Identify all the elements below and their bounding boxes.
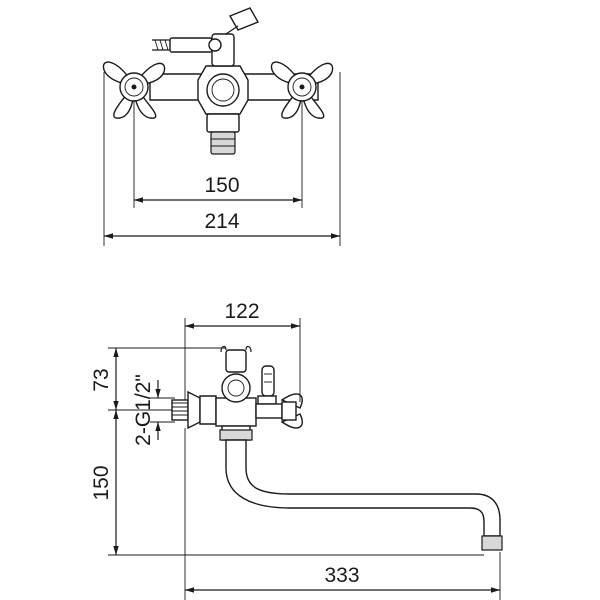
- dim-label-upper-height: 73: [90, 368, 113, 391]
- wall-connector: [171, 390, 217, 430]
- side-valve-body: [215, 345, 257, 441]
- dim-label-handles: 150: [204, 174, 239, 197]
- top-view: 150 214: [102, 7, 341, 246]
- swivel-spout: [225, 439, 503, 551]
- central-valve-body: [197, 65, 249, 115]
- spout-connection: [206, 113, 240, 155]
- side-view: 122 73 2-G1/2" 150 333: [90, 300, 503, 600]
- diverter-and-holder: [152, 7, 260, 67]
- side-cross-handle: [255, 393, 303, 429]
- dim-label-spout-reach: 333: [324, 564, 359, 587]
- dim-label-lower-height: 150: [90, 465, 113, 500]
- right-cross-handle: [270, 61, 334, 119]
- dim-label-thread: 2-G1/2": [132, 374, 155, 446]
- dim-label-overall-width: 214: [204, 210, 239, 233]
- dim-label-depth: 122: [224, 300, 259, 323]
- diverter-lever: [257, 365, 277, 405]
